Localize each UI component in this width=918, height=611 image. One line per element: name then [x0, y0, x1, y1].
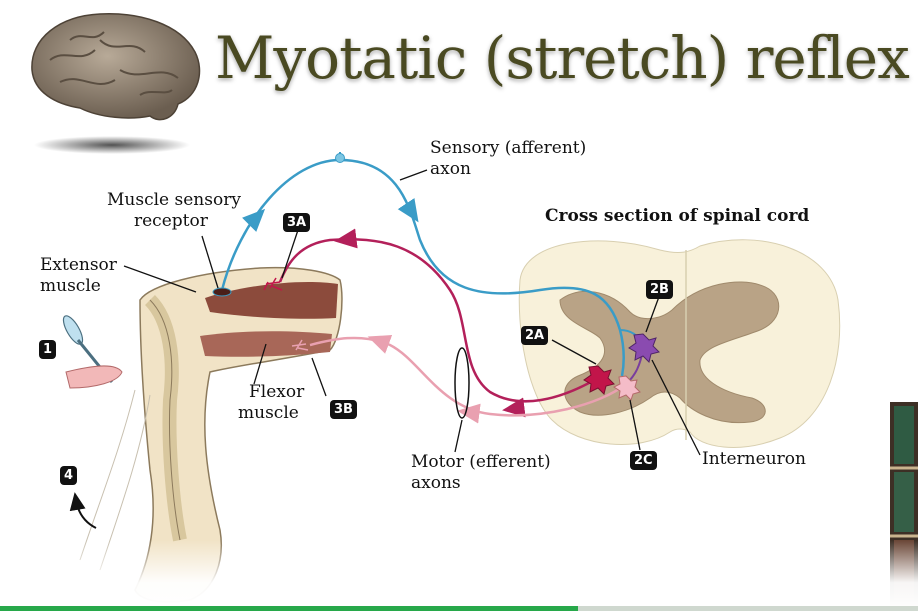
sensory-axon-path	[220, 158, 625, 377]
step-3a-badge: 3A	[283, 213, 311, 232]
bottom-fade	[0, 540, 918, 611]
step-1-badge: 1	[39, 340, 57, 359]
video-progress-bar[interactable]	[0, 606, 918, 611]
muscle-receptor-label: Muscle sensory receptor	[107, 190, 241, 231]
interneuron-body	[628, 333, 660, 363]
spinal-cord-cross-section	[518, 239, 841, 448]
sensory-axon-label: Sensory (afferent) axon	[430, 138, 587, 179]
dorsal-root-ganglion	[335, 153, 345, 163]
neuromuscular-junction-flexor	[291, 339, 309, 351]
leader-lines	[123, 169, 701, 456]
motor-neuron-flexor	[613, 375, 641, 401]
step-2a-badge: 2A	[521, 326, 549, 345]
cross-section-label: Cross section of spinal cord	[545, 206, 810, 226]
reflex-hammer-icon	[62, 315, 123, 389]
brain-icon	[31, 13, 201, 154]
leg-illustration	[79, 266, 343, 603]
motor-axons-label: Motor (efferent) axons	[411, 452, 551, 493]
motor-axon-bundle	[454, 347, 470, 419]
page-title: Myotatic (stretch) reflex	[215, 24, 910, 92]
motor-neuron-extensor	[583, 365, 615, 395]
movement-arrow	[69, 492, 97, 529]
extensor-muscle-label: Extensor muscle	[40, 255, 117, 296]
step-3b-badge: 3B	[330, 400, 357, 419]
flexor-muscle-label: Flexor muscle	[238, 382, 305, 423]
interneuron-label: Interneuron	[702, 449, 806, 469]
motor-axon-flexor-path	[309, 336, 627, 417]
step-4-badge: 4	[60, 466, 78, 485]
step-2b-badge: 2B	[646, 280, 673, 299]
step-2c-badge: 2C	[630, 451, 657, 470]
neuromuscular-junction-extensor	[263, 277, 283, 291]
muscle-spindle-receptor	[212, 287, 232, 297]
video-progress-fill	[0, 606, 579, 611]
